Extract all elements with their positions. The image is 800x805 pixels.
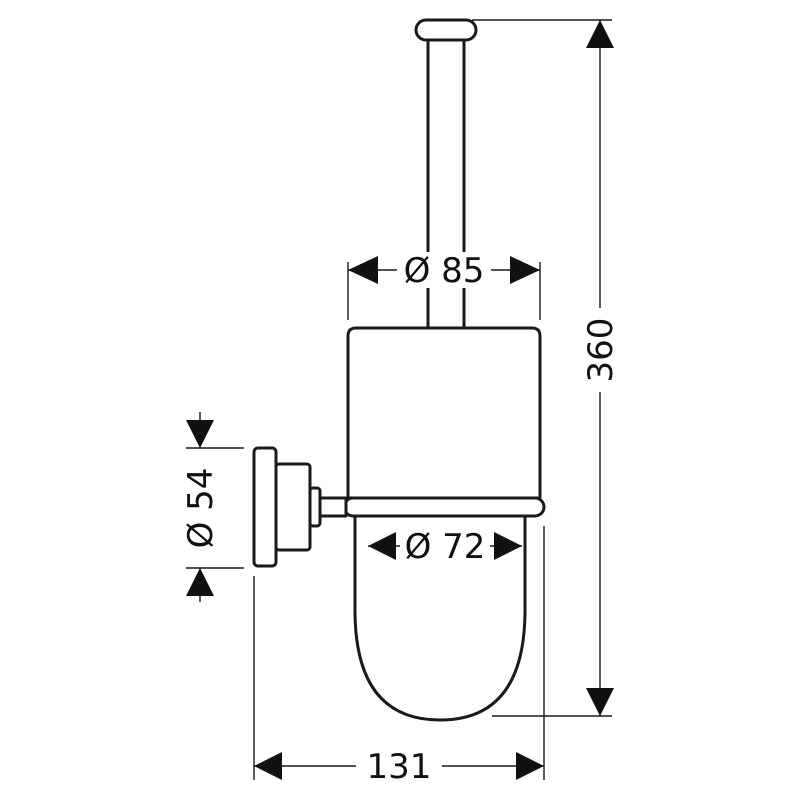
dimension-projection: 131 [253, 526, 545, 787]
holder-arm [318, 496, 348, 518]
arrow-head [348, 256, 378, 284]
arrow-head [586, 20, 614, 48]
dimension-diameter-rosette: Ø 54 [181, 412, 244, 602]
arrow-head [510, 256, 540, 284]
handle-cap [414, 18, 478, 42]
dimension-label-projection: 131 [367, 747, 432, 787]
glass-bowl [353, 513, 527, 722]
label-background [356, 746, 442, 782]
dimension-total-height: 360 [472, 19, 621, 717]
dimension-label-total-height: 360 [581, 318, 621, 383]
arrow-head [368, 532, 396, 560]
dimension-label-diameter-rosette: Ø 54 [181, 468, 221, 549]
arrow-head [494, 532, 522, 560]
arrow-head [516, 752, 544, 780]
rosette-base [274, 462, 312, 552]
arrow-head [586, 688, 614, 716]
arrow-head [186, 420, 214, 448]
dimension-label-diameter-bowl: Ø 72 [405, 527, 486, 567]
holder-ring [342, 496, 546, 518]
dimension-diameter-bowl: Ø 72 [368, 527, 522, 567]
toilet-brush-set [252, 18, 546, 722]
dimension-diameter-top: Ø 85 [347, 251, 541, 320]
wall-rosette [252, 446, 278, 568]
dimension-label-diameter-top: Ø 85 [404, 251, 485, 291]
label-background [400, 528, 490, 564]
holder-cup [346, 326, 542, 500]
label-background [582, 308, 618, 392]
arrow-head [186, 568, 214, 596]
label-background [397, 252, 491, 288]
arrow-head [254, 752, 282, 780]
